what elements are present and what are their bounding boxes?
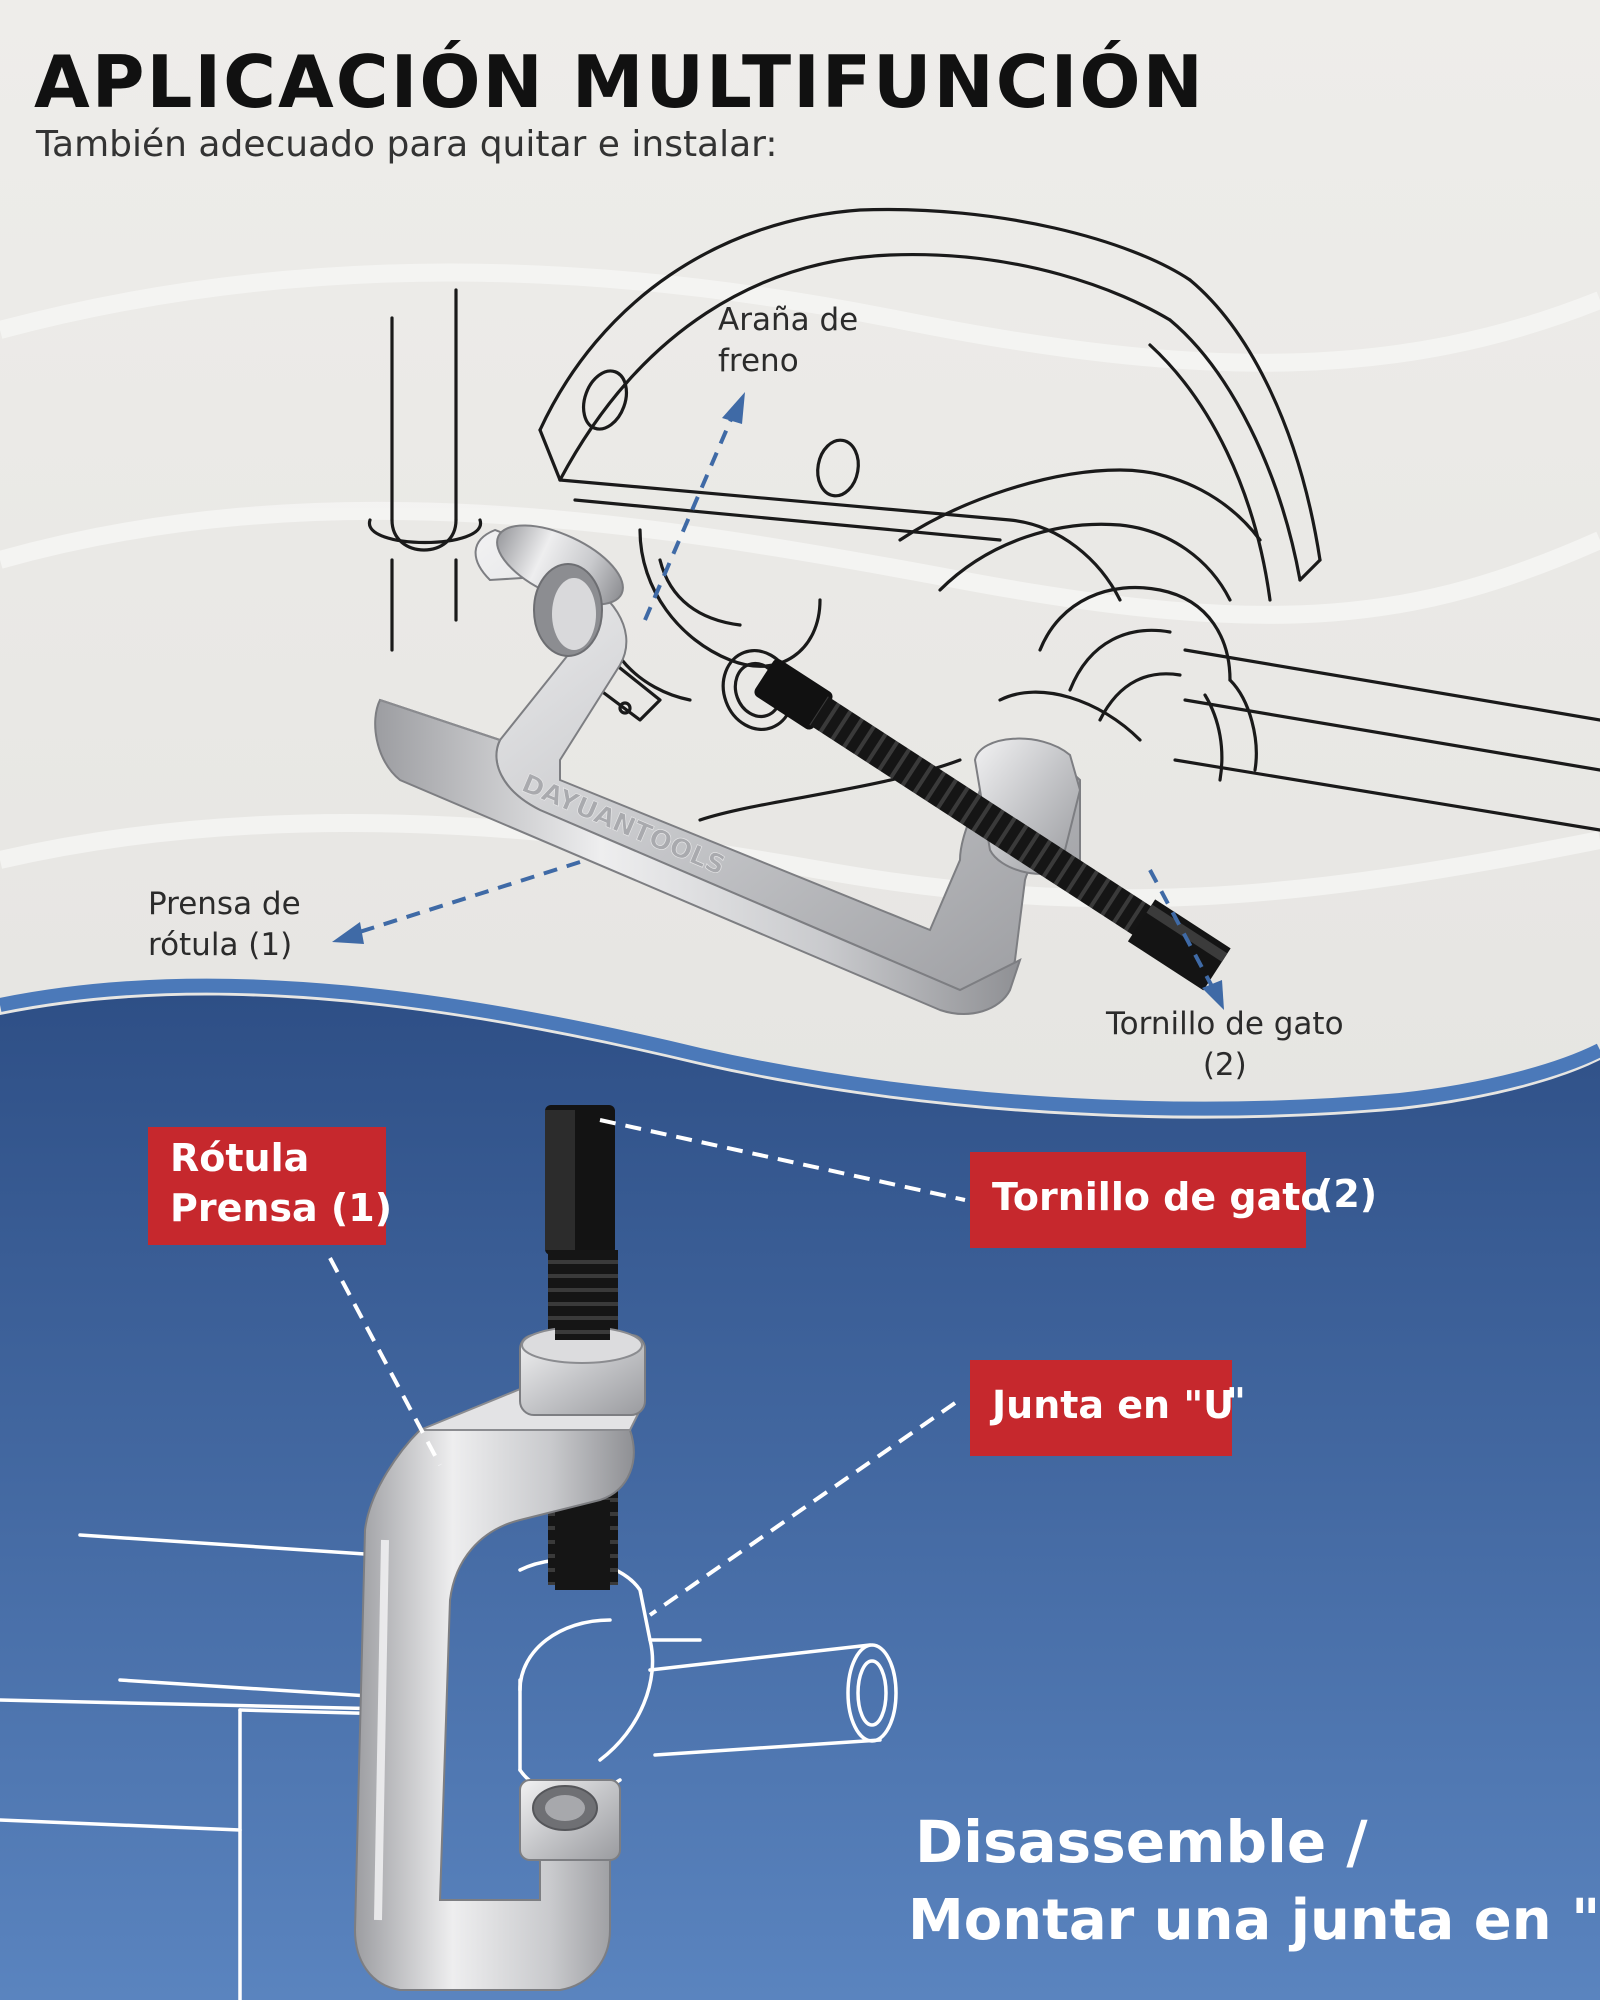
tag-press: Rótula Prensa (1): [148, 1127, 393, 1245]
top-arrows: [349, 409, 1217, 993]
callout-screw: Tornillo de gato (2): [1106, 1004, 1344, 1086]
brake-assembly-drawing: [368, 207, 1600, 832]
tag-press-line1: Rótula: [170, 1136, 310, 1180]
callout-brake-spider-text: Araña de freno: [718, 302, 859, 379]
footer-line2: Montar una junta en "U": [908, 1888, 1600, 1953]
footer-line1: Disassemble /: [915, 1808, 1368, 1876]
tag-screw: Tornillo de gato: [970, 1152, 1327, 1248]
tag-screw-label: Tornillo de gato: [992, 1175, 1327, 1219]
tag-press-line2: Prensa (1): [170, 1186, 393, 1230]
bottom-leaders: [328, 1118, 966, 1617]
tag-screw-suffix: (2): [1316, 1172, 1378, 1216]
top-arrowheads: [332, 392, 1224, 1010]
callout-screw-text: Tornillo de gato (2): [1106, 1006, 1344, 1083]
background-waves: [0, 263, 1600, 908]
callout-press-text: Prensa de rótula (1): [148, 886, 301, 963]
tag-ujoint-suffix: ": [1226, 1380, 1246, 1424]
page-title: APLICACIÓN MULTIFUNCIÓN: [34, 40, 1205, 124]
tag-ujoint-label: Junta en "U: [992, 1383, 1234, 1427]
c-clamp-bottom: [353, 1105, 646, 1991]
blue-panel-highlight: [0, 978, 1600, 1116]
tag-ujoint: Junta en "U: [970, 1360, 1234, 1456]
c-clamp-top: DAYUANTOOLS: [374, 524, 1231, 1015]
callout-brake-spider: Araña de freno: [718, 300, 858, 382]
page-subtitle: También adecuado para quitar e instalar:: [36, 124, 778, 165]
callout-press: Prensa de rótula (1): [148, 884, 301, 966]
